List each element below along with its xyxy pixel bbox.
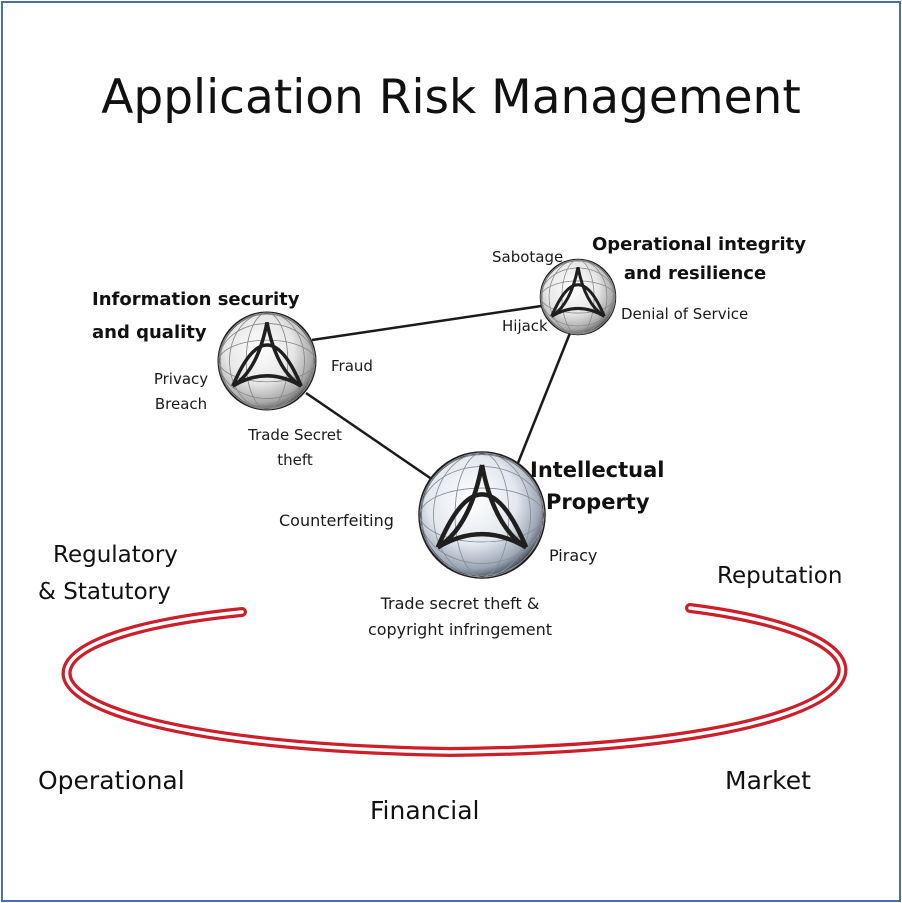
threat-counterfeiting: Counterfeiting bbox=[279, 510, 394, 531]
threat-label-line: copyright infringement bbox=[340, 617, 580, 643]
node-title-info-security: Information security and quality bbox=[92, 283, 300, 350]
risk-category-operational: Operational bbox=[38, 764, 185, 797]
risk-category-financial: Financial bbox=[370, 794, 479, 827]
node-title-line: Property bbox=[530, 487, 665, 519]
node-title-line: Intellectual bbox=[530, 455, 665, 487]
edge-operational-to-ip bbox=[516, 328, 572, 468]
risk-category-reputation: Reputation bbox=[717, 561, 842, 591]
threat-label-line: theft bbox=[236, 448, 354, 473]
threat-denial-of-service: Denial of Service bbox=[621, 305, 748, 325]
threat-label-line: Privacy bbox=[141, 367, 221, 392]
risk-category-regulatory: Regulatory & Statutory bbox=[38, 537, 178, 611]
threat-trade-secret-theft: Trade Secret theft bbox=[236, 423, 354, 473]
node-title-line: and quality bbox=[92, 316, 300, 349]
threat-label-line: Trade Secret bbox=[236, 423, 354, 448]
threat-trade-secret-copyright: Trade secret theft & copyright infringem… bbox=[340, 591, 580, 644]
threat-sabotage: Sabotage bbox=[492, 248, 563, 268]
threat-label-line: Trade secret theft & bbox=[340, 591, 580, 617]
risk-category-line: & Statutory bbox=[38, 574, 178, 611]
risk-category-market: Market bbox=[725, 764, 811, 797]
node-title-line: and resilience bbox=[592, 260, 798, 289]
node-title-line: Operational integrity bbox=[592, 231, 798, 260]
node-title-line: Information security bbox=[92, 283, 300, 316]
threat-label-line: Breach bbox=[141, 392, 221, 417]
threat-hijack: Hijack bbox=[502, 317, 548, 337]
globe-icon bbox=[420, 453, 544, 577]
risk-category-line: Regulatory bbox=[38, 537, 178, 574]
threat-privacy-breach: Privacy Breach bbox=[141, 367, 221, 417]
threat-fraud: Fraud bbox=[331, 357, 373, 377]
node-title-operational-integrity: Operational integrity and resilience bbox=[592, 231, 798, 289]
page-title: Application Risk Management bbox=[0, 70, 902, 126]
threat-piracy: Piracy bbox=[549, 545, 597, 566]
node-title-intellectual-property: Intellectual Property bbox=[530, 455, 665, 518]
